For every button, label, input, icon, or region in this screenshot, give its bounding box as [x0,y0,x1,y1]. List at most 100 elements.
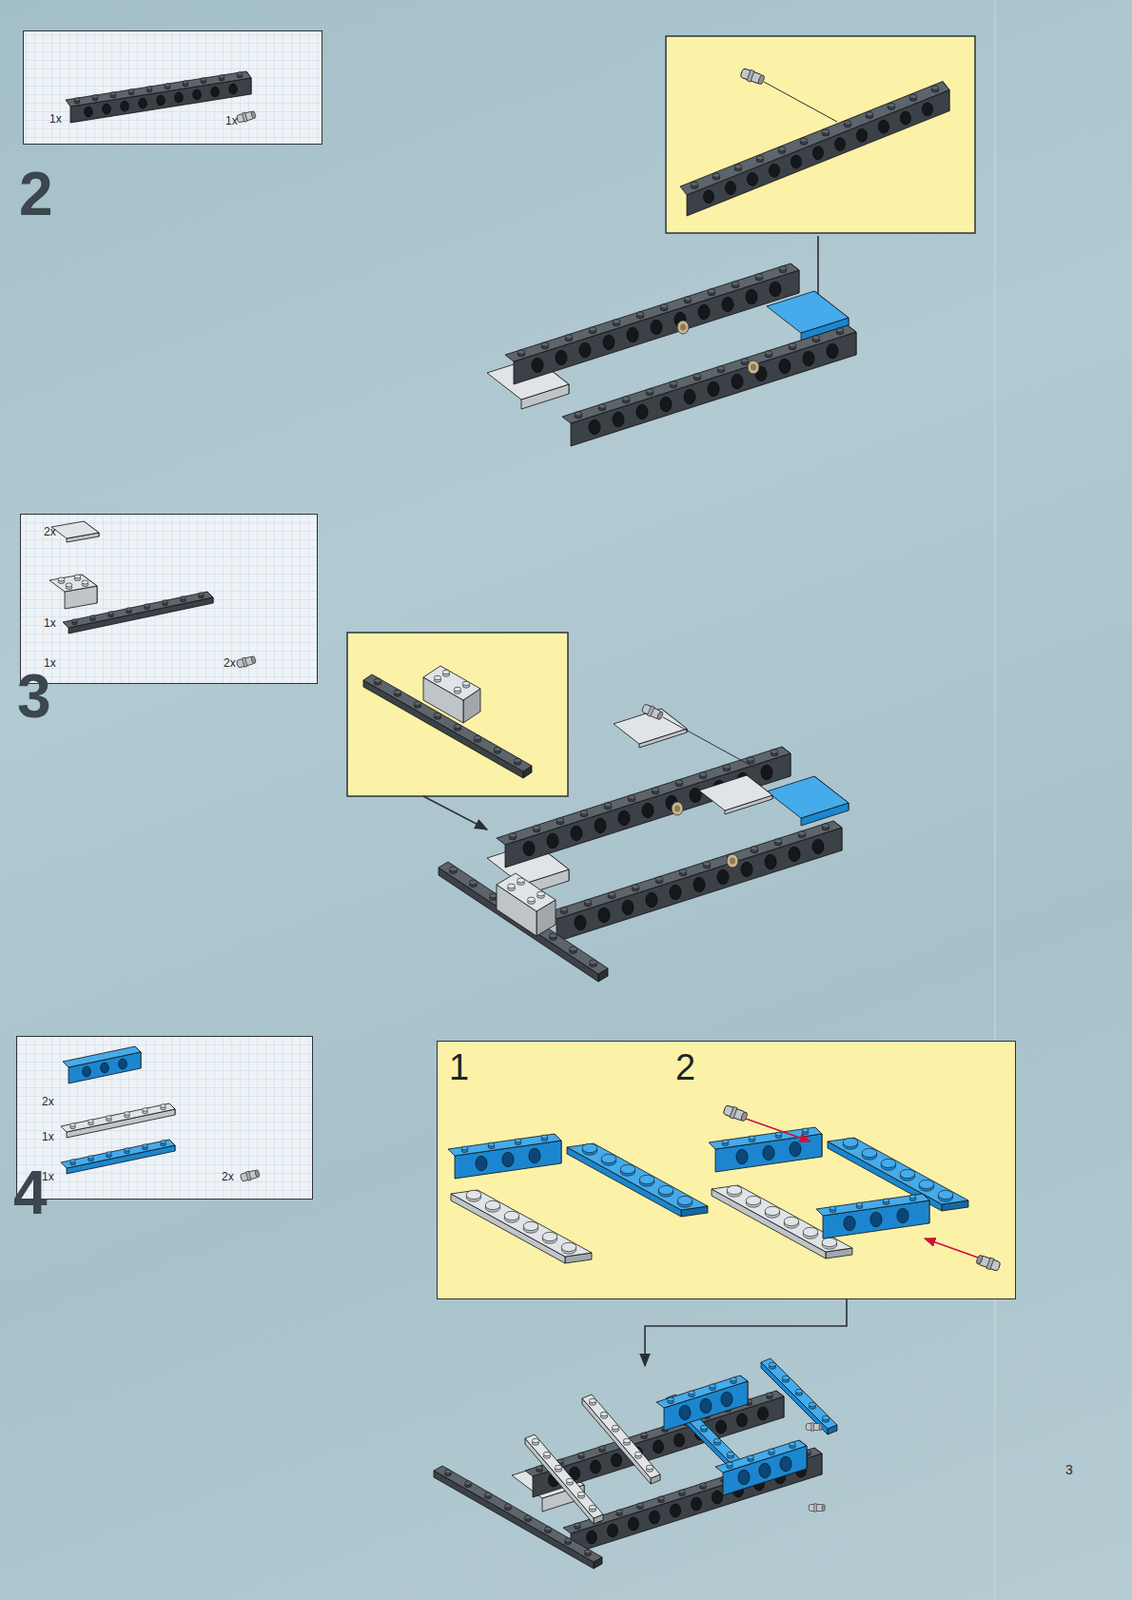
stud-top [578,1452,586,1457]
stud-top [722,764,731,770]
stud-top [683,296,692,302]
stud-top [821,1415,829,1420]
brick-side [582,1398,651,1484]
stud-top [768,1448,776,1453]
stud-top [565,334,573,340]
stud-top [679,1489,686,1494]
stud-top [748,1135,756,1140]
stud-top [585,1549,592,1554]
stud-top [126,607,133,611]
stud-top [882,1198,890,1203]
stud-top [485,1492,492,1497]
stud-top [821,1237,838,1247]
stud-top [741,358,749,364]
stud-top [532,825,541,831]
stud-top [801,1128,809,1132]
beam-hole [780,1456,792,1471]
connector-pin [740,67,766,87]
part-quantity: 2x [43,526,57,538]
beam-hole [618,810,630,825]
stud-top [909,94,918,99]
stud-top [142,1108,149,1112]
stud-top [620,1164,636,1173]
stud-top [513,758,521,762]
stud-top [487,1142,495,1147]
brick-top [60,1139,176,1169]
brick-top [525,1434,604,1519]
parts-list-panel [22,30,323,145]
beam-hole [622,899,634,915]
beam-hole [856,128,867,142]
stud-top [789,1442,797,1446]
beam-hole [870,1211,882,1227]
beam-hole [652,1440,664,1454]
brick-top [505,263,800,362]
stud-top [707,289,716,294]
beam-hole [612,411,625,427]
beam-hole [574,915,586,930]
callout-panel [436,1040,1016,1300]
stud-top [623,1438,630,1443]
beam-hole [579,342,591,357]
stud-top [128,89,135,94]
callout-box: 12 [436,1040,1016,1300]
stud-top [726,1462,734,1466]
brick-side [438,867,599,982]
stud-top [493,746,501,751]
beam-hole [82,1066,92,1077]
beam-hole [764,854,777,869]
stud-top [669,381,678,387]
beam-hole [211,86,220,98]
stud-top [730,1377,738,1382]
stud-top [543,1451,550,1456]
beam-hole [502,1151,514,1167]
connector-pin [235,655,256,669]
stud-top [393,689,401,694]
placement-arrow [423,796,488,830]
stud-top [909,1194,917,1199]
stud-top [108,611,115,615]
stud-top [746,757,755,762]
stud-top [655,877,664,882]
stud-top [641,1432,648,1437]
brick-top [761,1358,838,1429]
stud-top [745,1195,762,1205]
placement-arrow [644,1299,847,1367]
parts-list-panel [19,513,318,684]
stud-top [236,72,243,77]
brick-top [827,1137,969,1205]
beam-hole [768,163,780,177]
stud-top [639,1174,655,1184]
stud-top [74,97,80,102]
stud-top [160,1140,167,1144]
beam-hole [736,1413,747,1427]
beam-hole [531,357,544,372]
brick-side [570,1453,822,1555]
stud-top [842,1137,859,1147]
stud-top [755,273,763,279]
leader-line [663,717,757,769]
stud-top [693,373,702,379]
insertion-arrow [745,1118,811,1142]
beam-hole [669,884,682,899]
stud-top [554,1464,562,1469]
beam-hole [585,1530,597,1544]
beam-hole [788,846,801,861]
stud-top [584,899,592,905]
connector-pin [722,1104,749,1124]
stud-top [660,304,668,310]
page-edge-line [995,0,996,1600]
brick-top [423,665,481,701]
stud-top [717,366,725,371]
beam-hole [779,358,791,373]
stud-top [110,92,117,97]
stud-top [861,1148,878,1157]
brick-top [708,1127,822,1150]
stud-top [523,1221,539,1230]
connector-pin [805,1423,822,1431]
beam-hole [715,1420,726,1434]
stud-top [536,1465,544,1470]
stud-top [433,712,441,717]
sub-step-number: 1 [448,1049,469,1086]
stud-top [473,735,481,740]
